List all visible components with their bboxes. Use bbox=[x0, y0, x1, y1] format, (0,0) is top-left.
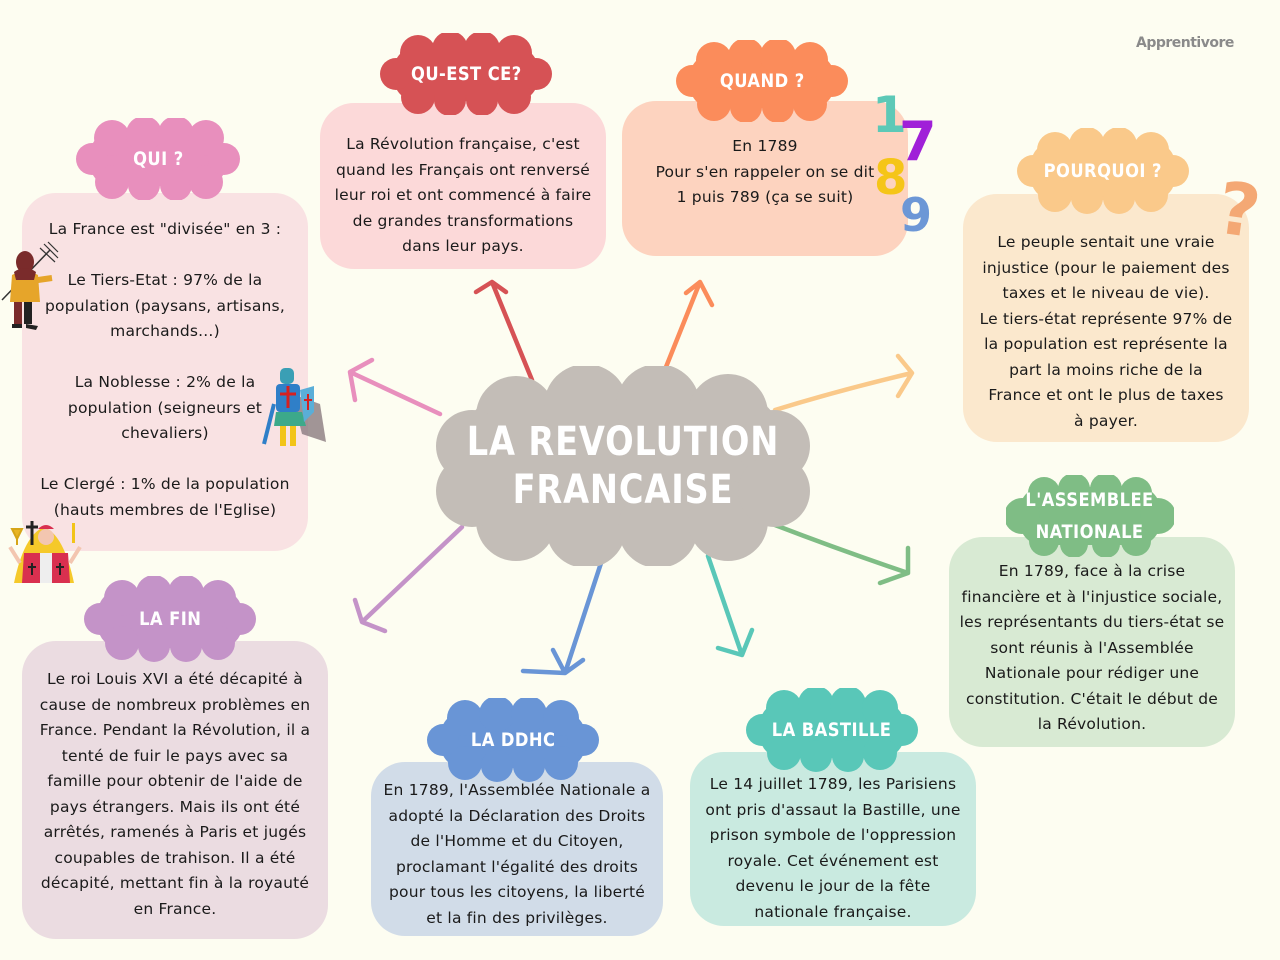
ddhc-title: LA DDHC bbox=[470, 729, 556, 751]
ddhc-header: LA DDHC bbox=[427, 698, 599, 782]
bastille-box: Le 14 juillet 1789, les Parisiens ont pr… bbox=[690, 752, 976, 926]
cloud-shape bbox=[427, 698, 599, 782]
quest-ce-text: La Révolution française, c'est quand les… bbox=[334, 135, 592, 255]
assemblee-box: En 1789, face à la crise financière et à… bbox=[949, 537, 1235, 747]
fin-text: Le roi Louis XVI a été décapité à cause … bbox=[39, 670, 311, 918]
crusader-knight-icon bbox=[262, 368, 326, 446]
bastille-title: LA BASTILLE bbox=[772, 719, 892, 741]
arrow-quest-ce bbox=[473, 279, 535, 383]
digit-8-icon: 8 bbox=[874, 150, 908, 206]
quand-box: En 1789 Pour s'en rappeler on se dit 1 p… bbox=[622, 101, 908, 256]
cloud-shape bbox=[380, 33, 552, 115]
digit-1-icon: 1 bbox=[872, 86, 907, 144]
cloud-shape bbox=[436, 366, 810, 566]
arrow-fin bbox=[352, 524, 465, 634]
quand-text: En 1789 Pour s'en rappeler on se dit 1 p… bbox=[655, 137, 875, 206]
digit-9-icon: 9 bbox=[900, 188, 933, 242]
pourquoi-header: POURQUOI ? bbox=[1017, 128, 1189, 214]
assemblee-title: L'ASSEMBLEE NATIONALE bbox=[1025, 489, 1155, 543]
assemblee-text: En 1789, face à la crise financière et à… bbox=[959, 562, 1225, 733]
arrow-pourquoi bbox=[772, 353, 915, 413]
cloud-shape bbox=[84, 576, 256, 662]
qui-title: QUI ? bbox=[132, 148, 184, 170]
arrow-ddhc bbox=[520, 557, 605, 676]
pourquoi-title: POURQUOI ? bbox=[1043, 160, 1163, 182]
assemblee-header: L'ASSEMBLEE NATIONALE bbox=[1006, 475, 1174, 557]
peasant-with-pitchfork-icon bbox=[1, 241, 59, 330]
ddhc-text: En 1789, l'Assemblée Nationale a adopté … bbox=[383, 781, 651, 927]
central-topic: LA REVOLUTION FRANCAISE bbox=[436, 366, 810, 566]
fin-title: LA FIN bbox=[138, 608, 202, 630]
pourquoi-text: Le peuple sentait une vraie injustice (p… bbox=[979, 233, 1233, 430]
cloud-shape bbox=[1017, 128, 1189, 214]
brand-logo: Apprentivore bbox=[1136, 35, 1234, 51]
digit-7-icon: 7 bbox=[899, 110, 937, 173]
ddhc-box: En 1789, l'Assemblée Nationale a adopté … bbox=[371, 762, 663, 936]
cloud-shape bbox=[746, 688, 918, 772]
cloud-shape bbox=[676, 40, 848, 122]
fin-box: Le roi Louis XVI a été décapité à cause … bbox=[22, 641, 328, 939]
cloud-shape bbox=[76, 118, 240, 200]
bastille-text: Le 14 juillet 1789, les Parisiens ont pr… bbox=[705, 775, 961, 921]
qui-header: QUI ? bbox=[76, 118, 240, 200]
qui-box: La France est "divisée" en 3 : Le Tiers-… bbox=[22, 193, 308, 551]
arrow-qui bbox=[347, 357, 443, 417]
clergy-bishop-icon bbox=[8, 521, 82, 583]
arrow-bastille bbox=[705, 553, 755, 658]
central-title: LA REVOLUTION FRANCAISE bbox=[466, 419, 780, 513]
quand-header: QUAND ? bbox=[676, 40, 848, 122]
cloud-shape bbox=[1006, 475, 1174, 557]
quest-ce-title: QU-EST CE? bbox=[410, 63, 522, 85]
arrow-assemblee bbox=[772, 522, 911, 586]
quand-title: QUAND ? bbox=[719, 70, 805, 92]
pourquoi-box: Le peuple sentait une vraie injustice (p… bbox=[963, 194, 1249, 442]
quest-ce-box: La Révolution française, c'est quand les… bbox=[320, 103, 606, 269]
quest-ce-header: QU-EST CE? bbox=[380, 33, 552, 115]
fin-header: LA FIN bbox=[84, 576, 256, 662]
bastille-header: LA BASTILLE bbox=[746, 688, 918, 772]
qui-text: La France est "divisée" en 3 : Le Tiers-… bbox=[40, 220, 290, 519]
